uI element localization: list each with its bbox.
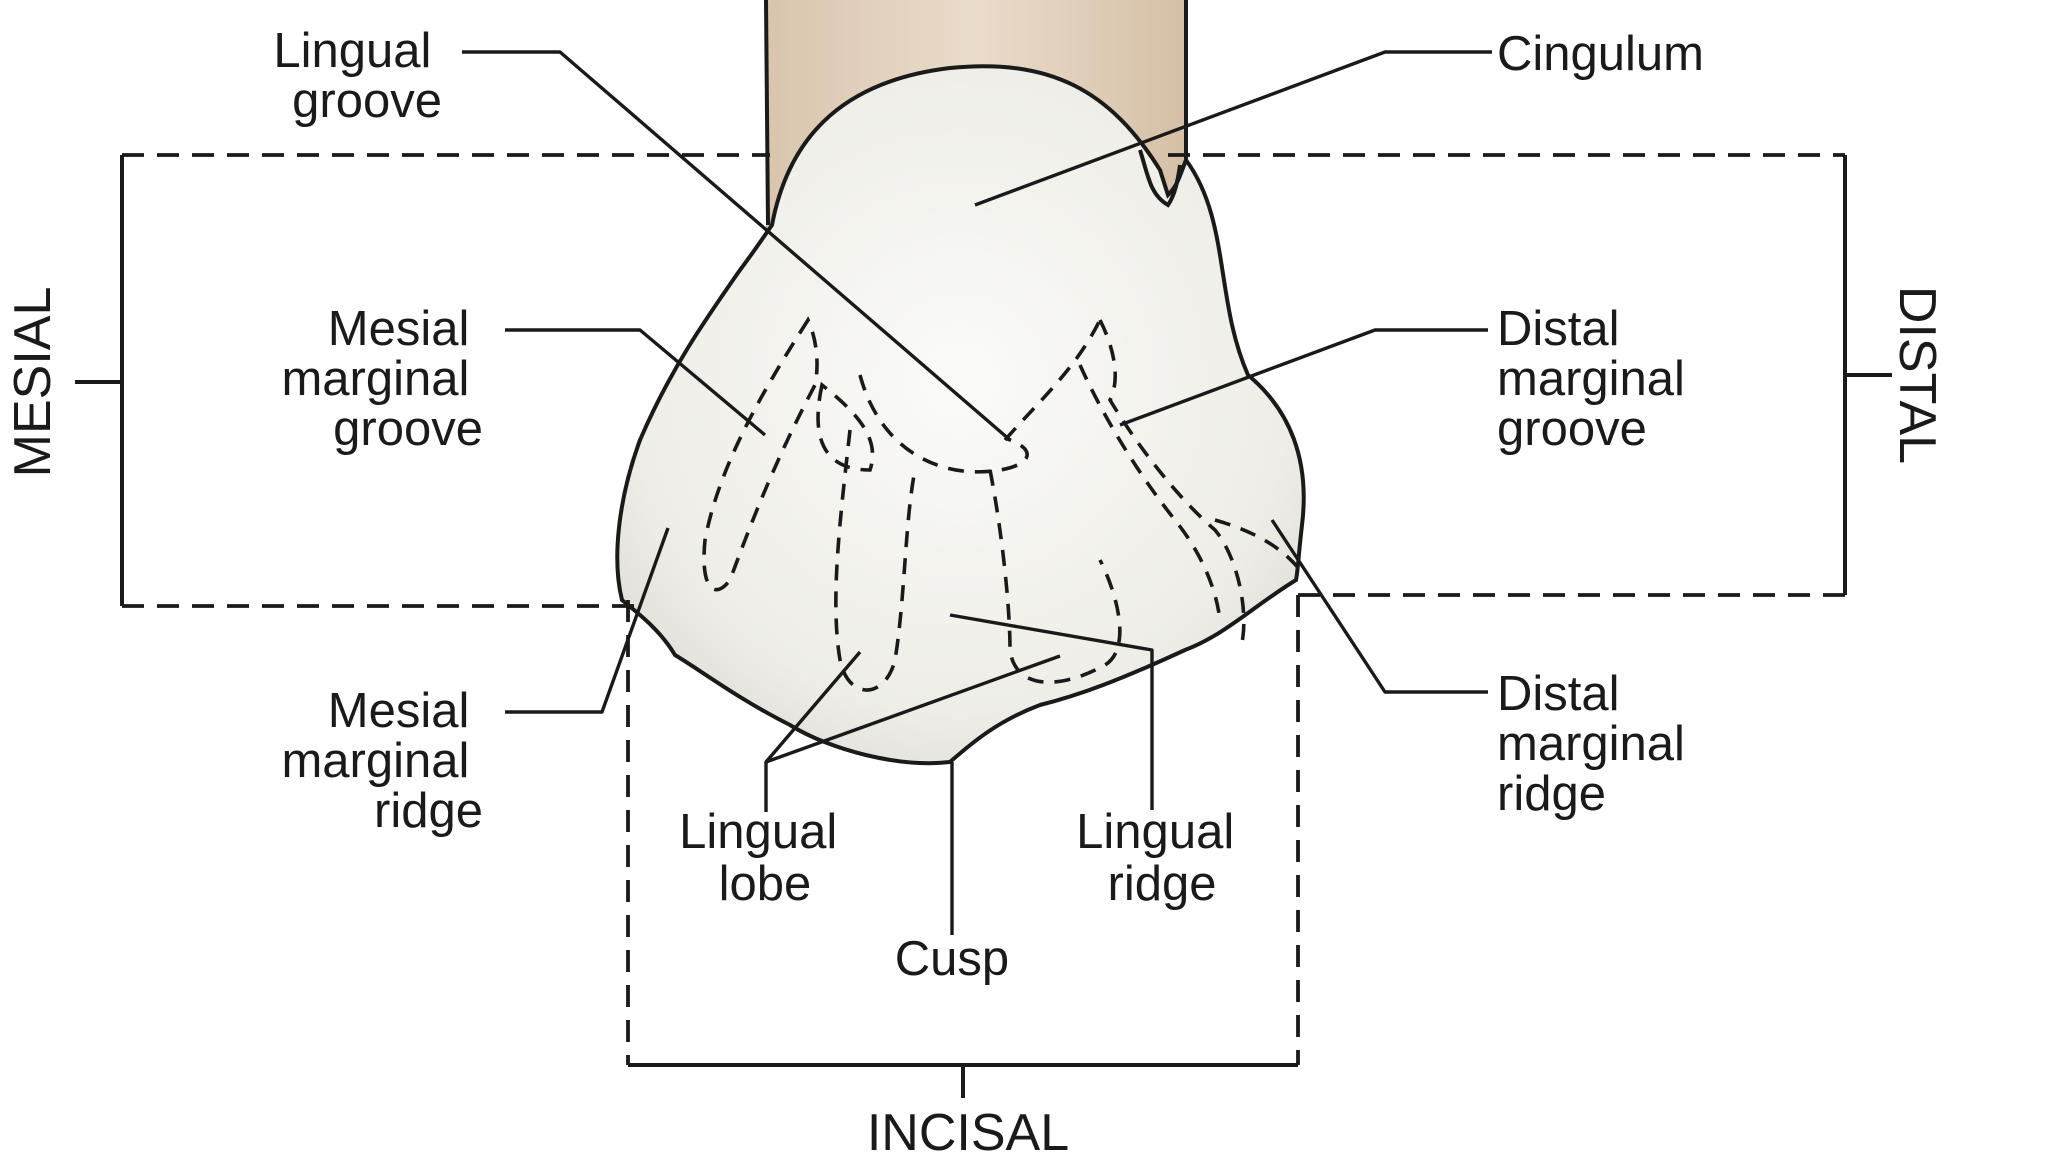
incisal-bracket xyxy=(626,595,1300,1098)
distal-marginal-ridge-label: Distal marginal ridge xyxy=(1497,667,1699,821)
lingual-lobe-label: Lingual lobe xyxy=(679,805,851,911)
distal-marginal-ridge-leader xyxy=(1270,519,1488,694)
distal-side-label: DISTAL xyxy=(1888,286,1946,464)
mesial-marginal-ridge-label: Mesial marginal ridge xyxy=(281,684,483,838)
lobe-outlines xyxy=(702,316,1302,692)
incisal-side-label: INCISAL xyxy=(867,1104,1069,1152)
cingulum-notch xyxy=(1138,149,1182,208)
tooth-crown xyxy=(615,64,1306,766)
lingual-lobe-leader-2 xyxy=(765,654,1061,764)
mesial-marginal-ridge-leader xyxy=(505,527,670,714)
lingual-groove-leader xyxy=(462,50,1012,442)
mesial-bracket xyxy=(75,153,770,608)
lingual-ridge-label: Lingual ridge xyxy=(1076,805,1248,911)
mesial-marginal-groove-leader xyxy=(505,328,767,437)
cusp-label: Cusp xyxy=(895,932,1009,986)
distal-marginal-groove-label: Distal marginal groove xyxy=(1497,302,1699,456)
lingual-ridge-leader xyxy=(949,613,1154,810)
distal-bracket xyxy=(1168,153,1892,597)
cingulum-border xyxy=(858,374,1029,474)
cingulum-label: Cingulum xyxy=(1497,27,1704,81)
lingual-groove-label: Lingual groove xyxy=(273,24,445,128)
distal-marginal-groove-leader xyxy=(1119,328,1488,427)
mesial-side-label: MESIAL xyxy=(4,287,62,478)
cingulum-leader xyxy=(974,50,1492,207)
mesial-marginal-groove-label: Mesial marginal groove xyxy=(281,302,483,456)
